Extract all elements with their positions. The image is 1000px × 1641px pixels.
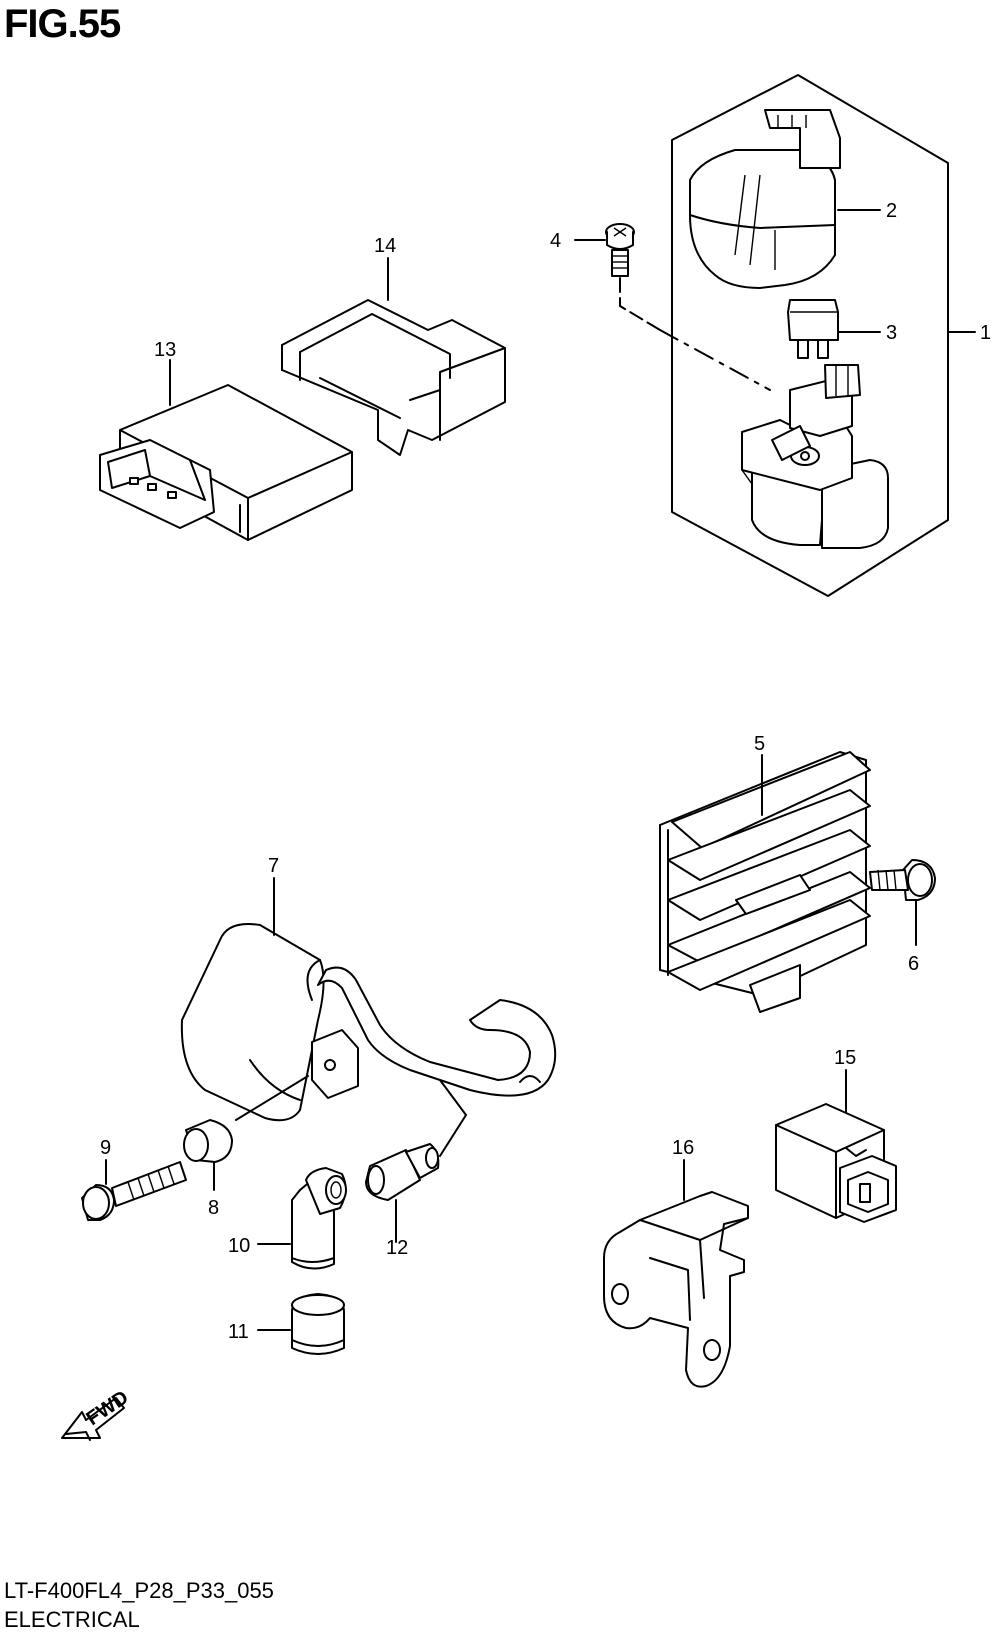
part-11-cap-seal[interactable] [257, 1293, 345, 1355]
callout-15: 15 [834, 1047, 856, 1069]
callout-13: 13 [154, 339, 176, 361]
callout-5: 5 [754, 733, 765, 755]
figure-title: FIG.55 [4, 2, 121, 46]
part-12-resistor-cap[interactable] [365, 1114, 467, 1243]
figure-code: LT-F400FL4_P28_P33_055 [4, 1578, 274, 1603]
callout-2: 2 [886, 200, 897, 222]
part-5-regulator-rectifier[interactable] [659, 751, 871, 1013]
part-2-relay-cover[interactable] [689, 109, 881, 289]
part-10-spark-plug-cap[interactable] [257, 1167, 347, 1270]
callout-16: 16 [672, 1137, 694, 1159]
part-9-bolt[interactable] [81, 1159, 187, 1221]
part-13-ecm[interactable] [99, 359, 353, 541]
callout-8: 8 [208, 1197, 219, 1219]
callout-3: 3 [886, 322, 897, 344]
callout-7: 7 [268, 855, 279, 877]
callout-14: 14 [374, 235, 396, 257]
callout-1: 1 [980, 322, 991, 344]
part-4-screw[interactable] [574, 223, 771, 391]
callout-11: 11 [228, 1321, 249, 1343]
part-14-ecm-holder[interactable] [281, 257, 506, 456]
part-15-connector[interactable] [775, 1069, 897, 1223]
part-3-fuse[interactable] [787, 299, 881, 359]
figure-name: ELECTRICAL [4, 1607, 140, 1632]
part-6-bolt[interactable] [869, 859, 936, 946]
callout-9: 9 [100, 1137, 111, 1159]
starter-relay-assembly-frame [671, 74, 976, 597]
forward-arrow-icon [61, 1397, 125, 1441]
fwd-label: FWD [82, 1386, 132, 1430]
part-8-collar[interactable] [183, 1119, 233, 1191]
part-16-bracket[interactable] [603, 1159, 749, 1388]
part-1-starter-relay[interactable] [741, 364, 889, 549]
callout-4: 4 [550, 230, 561, 252]
callout-10: 10 [228, 1235, 250, 1257]
callout-6: 6 [908, 953, 919, 975]
callout-12: 12 [386, 1237, 408, 1259]
part-7-ignition-coil[interactable] [180, 877, 557, 1122]
